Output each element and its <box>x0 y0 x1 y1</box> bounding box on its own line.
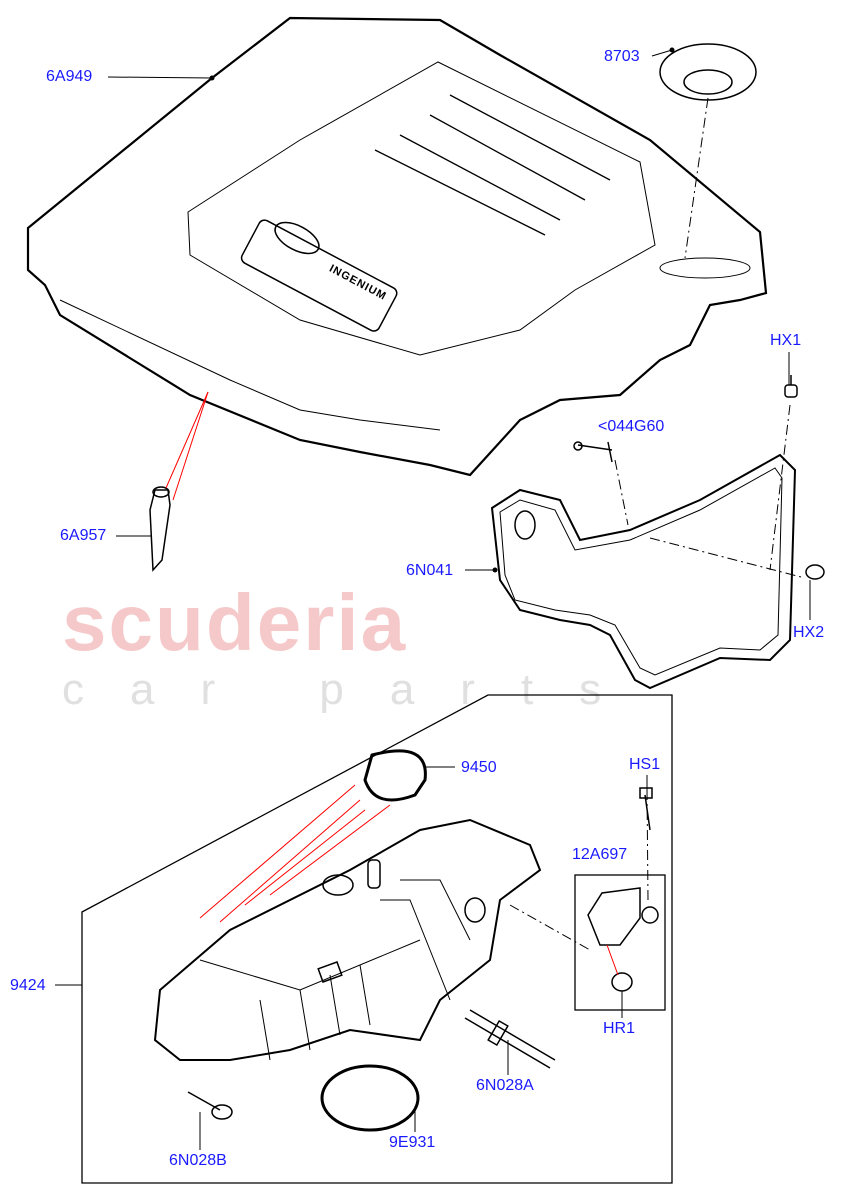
watermark-tagline: car parts <box>62 665 648 714</box>
callout-HS1[interactable]: HS1 <box>629 756 661 773</box>
pin-6A957 <box>149 391 209 572</box>
callout-8703[interactable]: 8703 <box>604 48 640 65</box>
callout-HR1[interactable]: HR1 <box>603 1020 636 1037</box>
seal-9E931 <box>320 1064 420 1132</box>
shield-6N041 <box>490 404 806 690</box>
callout-6N041[interactable]: 6N041 <box>406 562 454 579</box>
washer-HX2 <box>805 564 825 580</box>
sensor-frame <box>574 874 666 1011</box>
callout-9424[interactable]: 9424 <box>10 977 46 994</box>
bolt-044G60 <box>573 441 613 463</box>
bolt-HX1 <box>784 375 798 398</box>
callout-044G60[interactable]: <044G60 <box>598 418 665 435</box>
callout-6N028B[interactable]: 6N028B <box>169 1152 227 1169</box>
leader-lines <box>55 47 811 1150</box>
intake-assembly-frame <box>81 694 673 1184</box>
bolt-6N028B <box>187 1091 233 1120</box>
engine-cover-6A949 <box>26 16 768 477</box>
callout-6A957[interactable]: 6A957 <box>60 527 107 544</box>
callout-9450[interactable]: 9450 <box>461 759 497 776</box>
intake-manifold-9424 <box>153 784 542 1061</box>
watermark-brand: scuderia <box>62 578 408 667</box>
callout-12A697[interactable]: 12A697 <box>572 846 628 863</box>
callout-6N028A[interactable]: 6N028A <box>476 1077 534 1094</box>
grommet-8703 <box>659 43 757 259</box>
bolt-6N028A <box>464 1009 556 1069</box>
callout-9E931[interactable]: 9E931 <box>389 1134 436 1151</box>
callout-6A949[interactable]: 6A949 <box>46 68 93 85</box>
bolt-HS1 <box>639 787 653 831</box>
callout-HX1[interactable]: HX1 <box>770 332 802 349</box>
callout-HX2[interactable]: HX2 <box>793 624 825 641</box>
sensor-12A697 <box>509 789 659 992</box>
gasket-9450 <box>363 749 427 802</box>
